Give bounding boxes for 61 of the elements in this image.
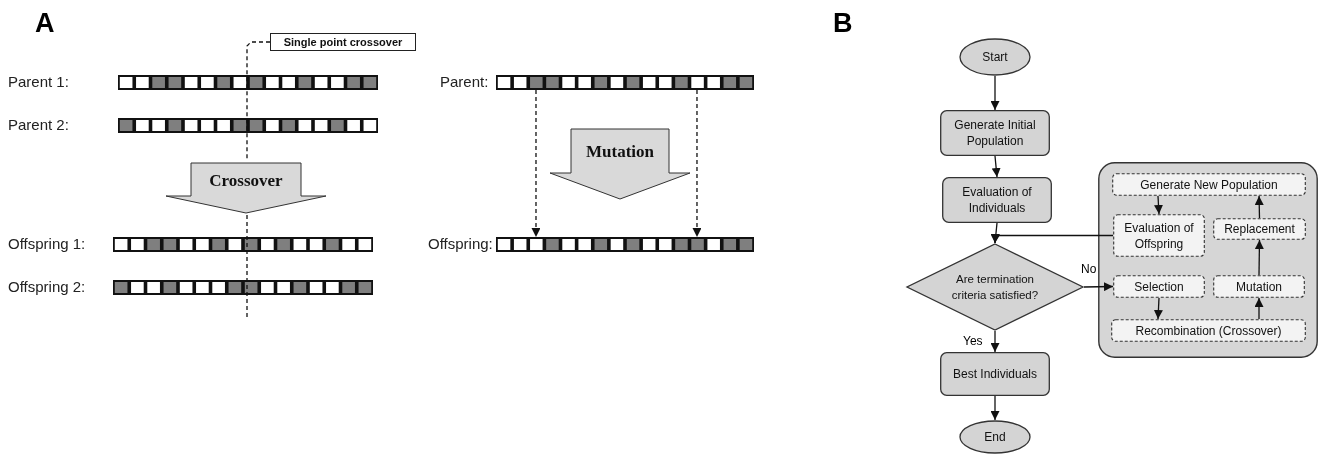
arrow bbox=[1254, 297, 1264, 320]
node-text: Replacement bbox=[1223, 220, 1296, 238]
arrow bbox=[990, 75, 1000, 111]
leader-line bbox=[246, 41, 271, 319]
arrow bbox=[1254, 239, 1264, 276]
arrow bbox=[1083, 282, 1114, 292]
step-box bbox=[1111, 319, 1306, 342]
row-label: Parent 2: bbox=[8, 116, 69, 133]
row-label: Parent: bbox=[440, 73, 489, 90]
arrow bbox=[531, 89, 541, 238]
node-text: End bbox=[983, 428, 1007, 446]
chromosome-bar bbox=[496, 75, 754, 90]
node-text: Evaluation of Individuals bbox=[961, 183, 1033, 217]
arrow bbox=[1154, 195, 1163, 215]
node-text: Best Individuals bbox=[951, 365, 1038, 383]
terminal-ellipse bbox=[959, 420, 1031, 454]
step-box bbox=[1213, 275, 1305, 298]
arrow bbox=[1153, 297, 1163, 320]
row-label: Parent 1: bbox=[8, 73, 69, 90]
step-box bbox=[1113, 275, 1205, 298]
row-label: Offspring 1: bbox=[8, 235, 86, 252]
process-box bbox=[940, 352, 1050, 396]
step-box bbox=[1113, 214, 1205, 257]
step-box bbox=[1213, 218, 1306, 240]
process-box bbox=[940, 110, 1050, 156]
callout-box bbox=[270, 33, 416, 51]
node-text: Generate Initial Population bbox=[953, 116, 1037, 150]
arrow bbox=[990, 330, 1000, 353]
node-text: Single point crossover bbox=[282, 34, 404, 50]
arrow bbox=[990, 234, 1114, 244]
edge-label: Yes bbox=[962, 334, 984, 348]
edge-label: No bbox=[1080, 262, 1098, 276]
panel-letter: A bbox=[35, 8, 55, 39]
arrow bbox=[1254, 195, 1264, 219]
node-text: Evaluation of Offspring bbox=[1123, 219, 1195, 252]
node-text: Mutation bbox=[1235, 278, 1283, 295]
node-text: Generate New Population bbox=[1139, 176, 1279, 193]
terminal-ellipse bbox=[959, 38, 1031, 76]
block-arrow bbox=[549, 128, 691, 200]
step-box bbox=[1112, 173, 1306, 196]
node-text: Selection bbox=[1133, 278, 1185, 295]
chromosome-bar bbox=[118, 118, 378, 133]
arrow bbox=[692, 89, 702, 238]
node-text: Start bbox=[981, 48, 1009, 66]
row-label: Offspring 2: bbox=[8, 278, 86, 295]
panel-letter: B bbox=[833, 8, 853, 39]
node-text: Recombination (Crossover) bbox=[1134, 322, 1283, 339]
chromosome-bar bbox=[496, 237, 754, 252]
decision-diamond bbox=[906, 243, 1084, 331]
row-label: Offspring: bbox=[428, 235, 493, 252]
node-text: Are termination criteria satisfied? bbox=[950, 271, 1040, 303]
arrow bbox=[991, 155, 1001, 178]
loop-panel bbox=[1098, 162, 1318, 358]
edge-label: Crossover bbox=[209, 170, 283, 190]
chromosome-bar bbox=[113, 280, 373, 295]
chromosome-bar bbox=[113, 237, 373, 252]
edge-label: Mutation bbox=[586, 142, 654, 161]
block-arrow bbox=[165, 162, 327, 214]
arrow bbox=[990, 395, 1000, 421]
chromosome-bar bbox=[118, 75, 378, 90]
process-box bbox=[942, 177, 1052, 223]
